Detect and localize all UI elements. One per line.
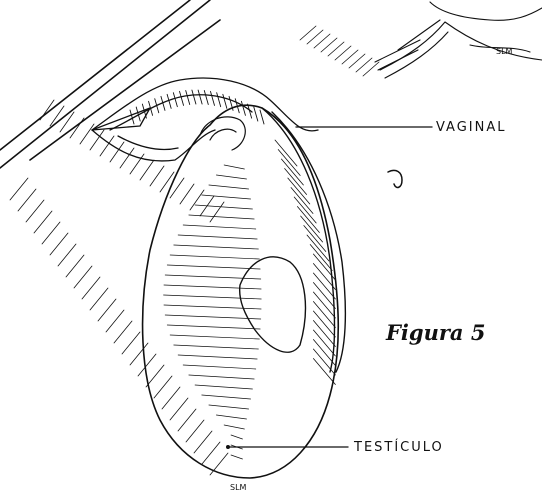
previous-figure-fragment [375,2,542,78]
hatch-stroke [183,225,256,229]
hatch-stroke [160,172,174,192]
hatch-stroke [275,140,297,166]
hatch-stroke [254,107,258,121]
hatch-stroke [285,169,307,195]
hatch-stroke [202,195,251,199]
main-signature: SLM [230,483,247,492]
hatch-stroke [98,299,116,321]
hatch-stroke [209,405,249,409]
hatch-stroke [170,178,184,198]
hatch-stroke [173,93,177,107]
hatch-stroke [50,233,68,255]
hatch-stroke [294,197,316,223]
hatch-stroke [307,235,329,261]
fascia-band [0,0,220,168]
hatch-stroke [165,275,261,279]
hatch-stroke [223,94,227,108]
hatch-stroke [202,442,220,464]
hatch-stroke [106,310,124,332]
hatch-stroke [260,110,264,124]
hatch-stroke [288,178,310,204]
hatch-stroke [195,205,252,209]
hatch-stroke [34,211,52,233]
hatch-stroke [231,455,243,459]
hatch-stroke [154,376,172,398]
hatch-stroke [170,335,259,339]
hatch-stroke [304,226,326,252]
hatch-stroke [18,189,36,211]
hatch-stroke [178,355,257,359]
hatch-stroke [189,215,254,219]
hatch-stroke [198,90,202,104]
vaginal-label: VAGINAL [436,120,507,135]
hook-mark [388,170,402,187]
hatch-stroke [74,266,92,288]
hatch-stroke [210,453,228,475]
hatch-stroke [138,354,156,376]
hatch-stroke [174,245,259,249]
tissue-hatching [10,26,379,475]
hatch-stroke [178,235,257,239]
hatch-stroke [80,124,94,144]
hatch-stroke [164,295,262,299]
hatch-stroke [42,222,60,244]
hatch-stroke [66,255,84,277]
hatch-stroke [241,101,245,115]
hatch-stroke [58,244,76,266]
hatch-stroke [170,398,188,420]
testiculo-leader-dot [226,445,230,449]
testicle-striations [164,165,262,459]
hatch-stroke [281,159,303,185]
hatch-stroke [189,375,254,379]
figure-caption: Figura 5 [386,320,485,345]
hatch-stroke [210,202,224,222]
hatch-stroke [210,91,214,105]
vaginal-fold [92,78,318,161]
hatch-stroke [192,90,196,104]
hatch-stroke [140,160,154,180]
hatch-stroke [164,285,261,289]
hatch-stroke [224,165,244,169]
hatch-stroke [167,265,260,269]
hatch-stroke [90,288,108,310]
hatch-stroke [122,332,140,354]
hatch-stroke [114,321,132,343]
hatch-stroke [186,420,204,442]
hatch-stroke [301,216,323,242]
hatch-stroke [180,91,184,105]
epididymis-hatching [275,140,335,385]
corner-signature: SLM [496,47,513,56]
hatch-stroke [195,385,252,389]
hatch-stroke [209,185,249,189]
hatch-stroke [26,200,44,222]
hatch-stroke [202,395,251,399]
hatch-stroke [164,305,261,309]
hatch-stroke [178,409,196,431]
hatch-stroke [291,188,313,214]
hatch-stroke [90,130,104,150]
hatch-stroke [297,207,319,233]
testiculo-label: TESTÍCULO [353,439,444,455]
hatch-stroke [190,190,204,210]
hatch-stroke [170,255,259,259]
hatch-stroke [183,365,256,369]
hatch-stroke [204,91,208,105]
hatch-stroke [10,178,28,200]
hatch-stroke [231,435,243,439]
hatch-stroke [216,415,246,419]
hatch-stroke [82,277,100,299]
hatch-stroke [174,345,259,349]
hatch-stroke [186,91,190,105]
hatch-stroke [162,387,180,409]
hatch-stroke [217,93,221,107]
hatch-stroke [167,325,260,329]
hatch-stroke [150,166,164,186]
hatch-stroke [180,184,194,204]
hatch-stroke [194,431,212,453]
hatch-stroke [224,425,244,429]
hatch-stroke [216,175,246,179]
